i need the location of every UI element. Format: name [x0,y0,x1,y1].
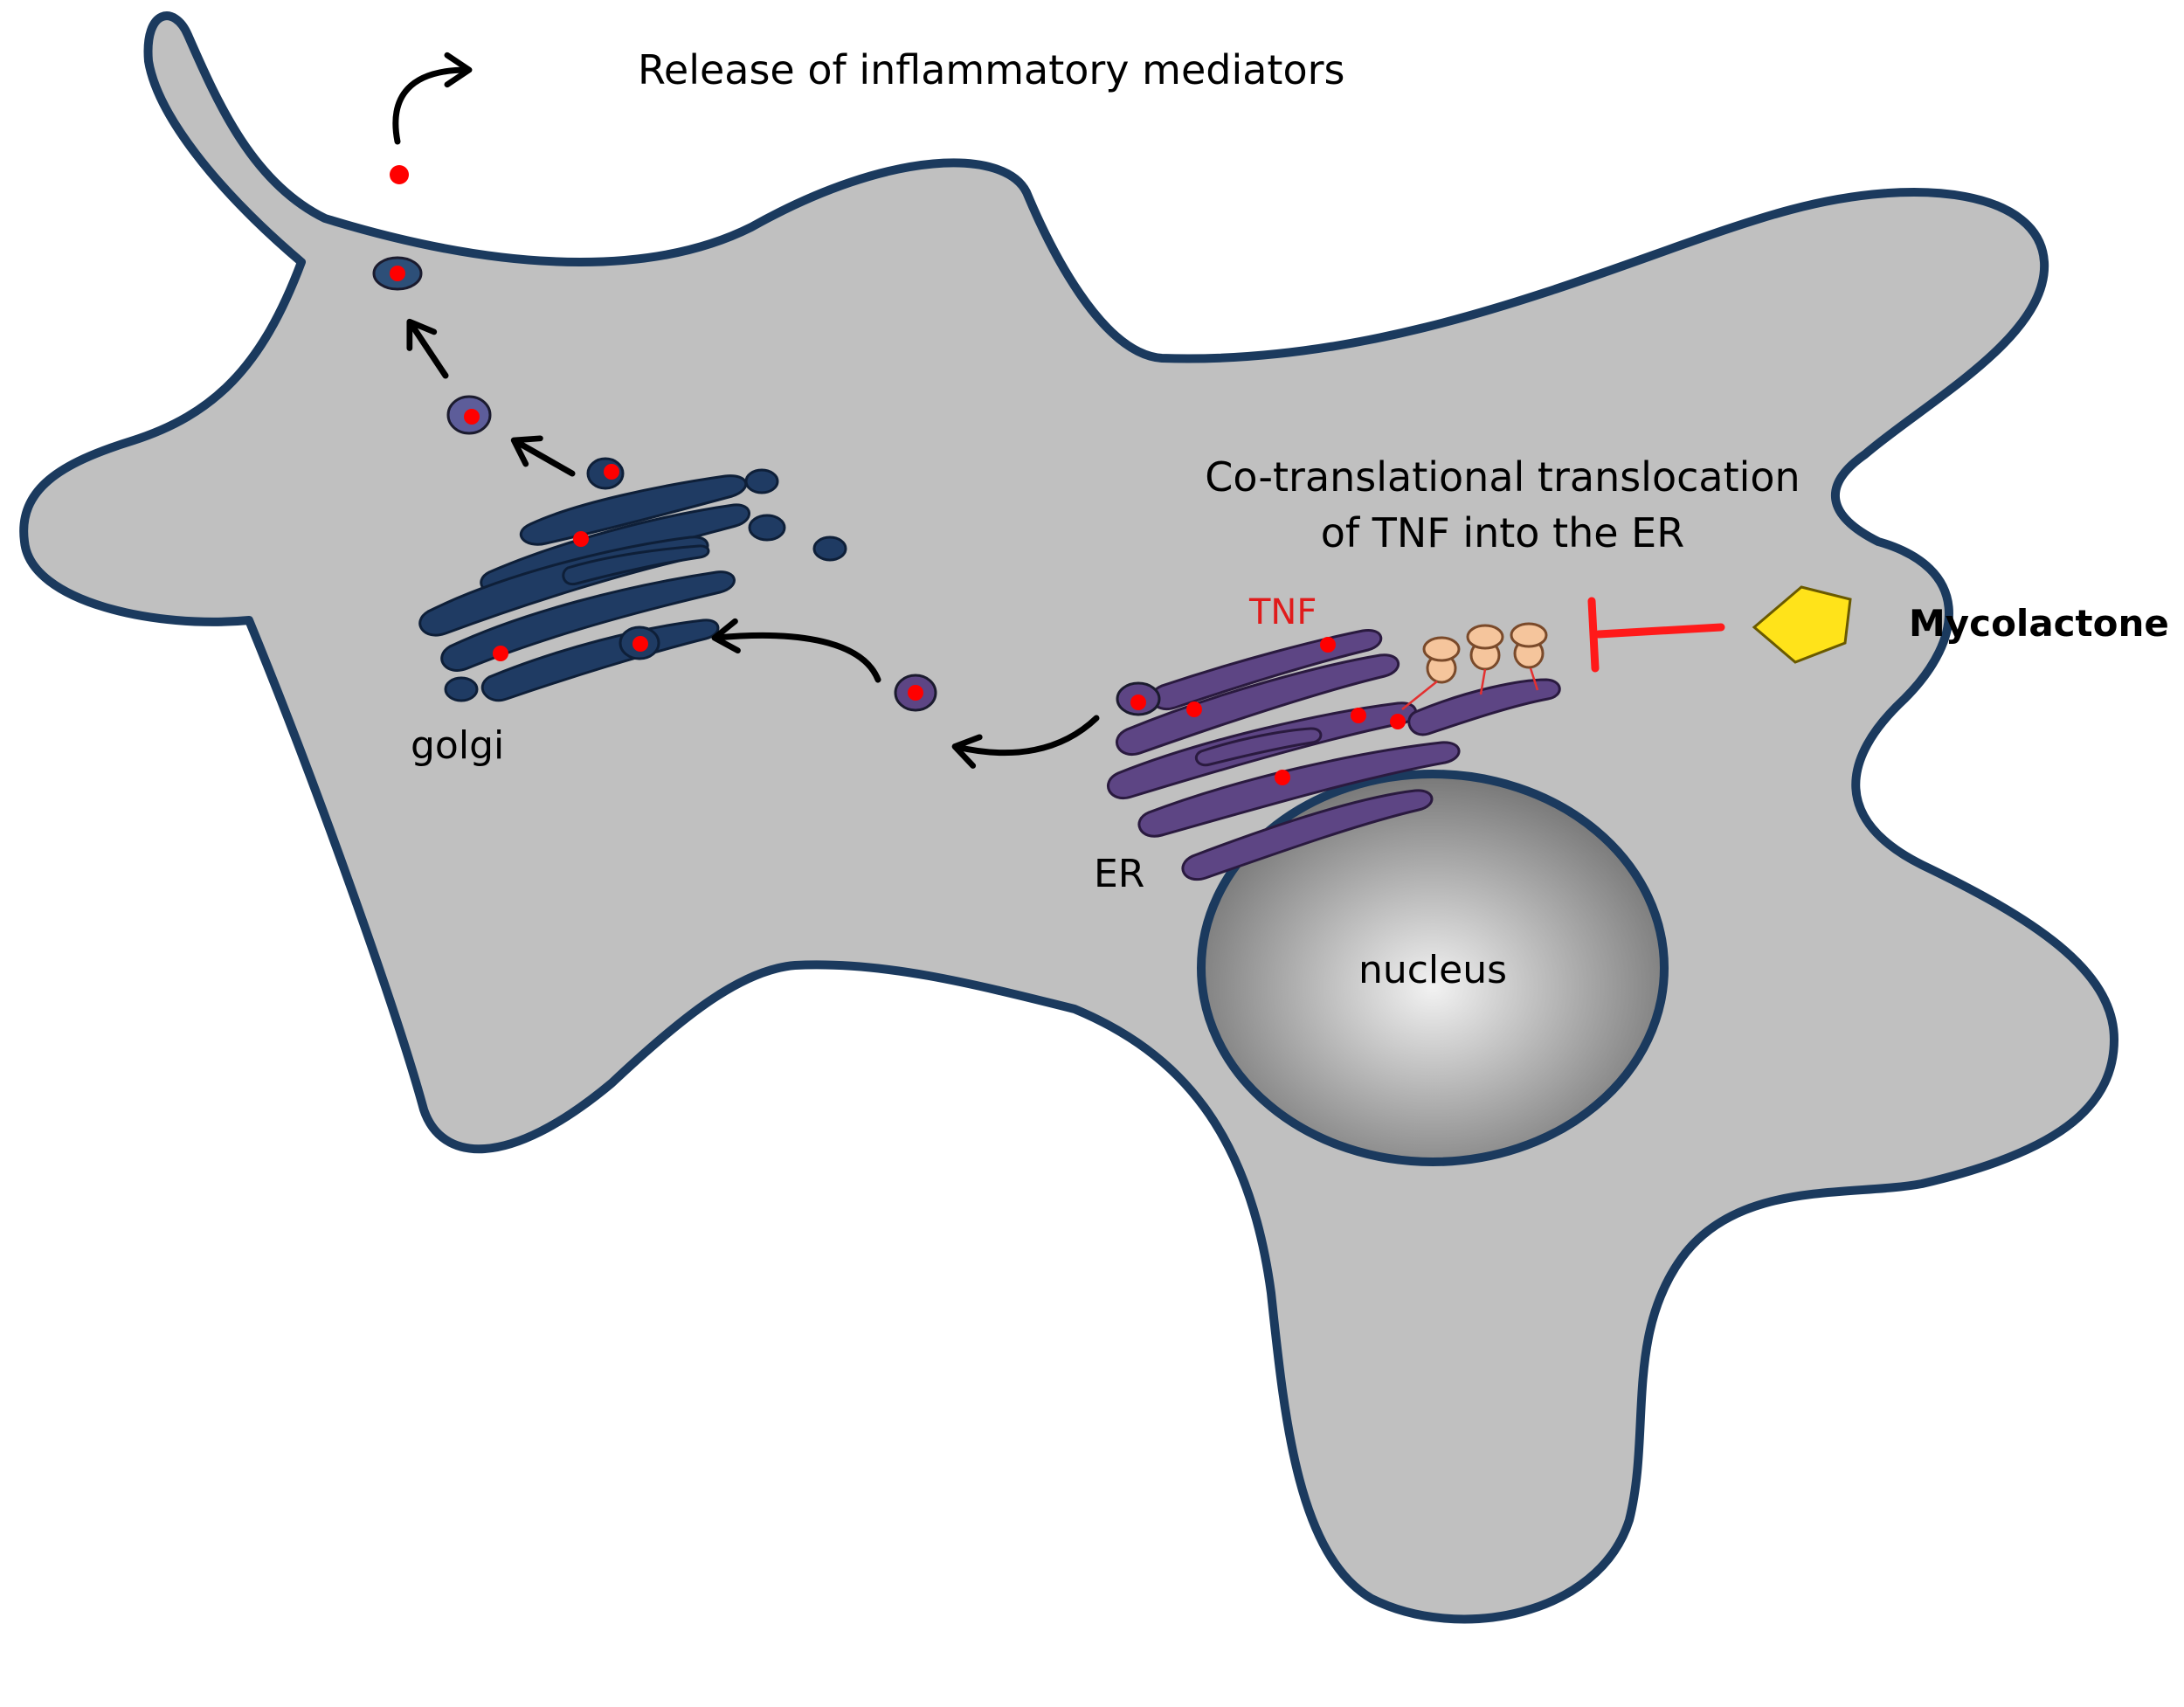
tnf-label: TNF [1248,592,1317,632]
trafficking-arrows [392,52,1100,769]
mycolactone-molecule [1752,585,1852,664]
ribosomes [1422,622,1548,684]
nascent-chains [1401,667,1539,710]
cotranslational-label-line2: of TNF into the ER [1321,509,1684,556]
mycolactone-label: Mycolactone [1909,602,2169,645]
nucleus [1197,770,1669,1166]
release-label: Release of inflammatory mediators [638,46,1345,93]
golgi-stack [418,474,750,702]
inhibition-bar [1587,597,1725,673]
golgi-label: golgi [411,723,504,768]
cotranslational-label-line1: Co-translational translocation [1205,453,1800,501]
tnf-cargo-dots [390,165,1406,785]
cell-membrane [19,11,2118,1624]
nucleus-label: nucleus [1358,948,1507,992]
er-label: ER [1094,852,1144,896]
